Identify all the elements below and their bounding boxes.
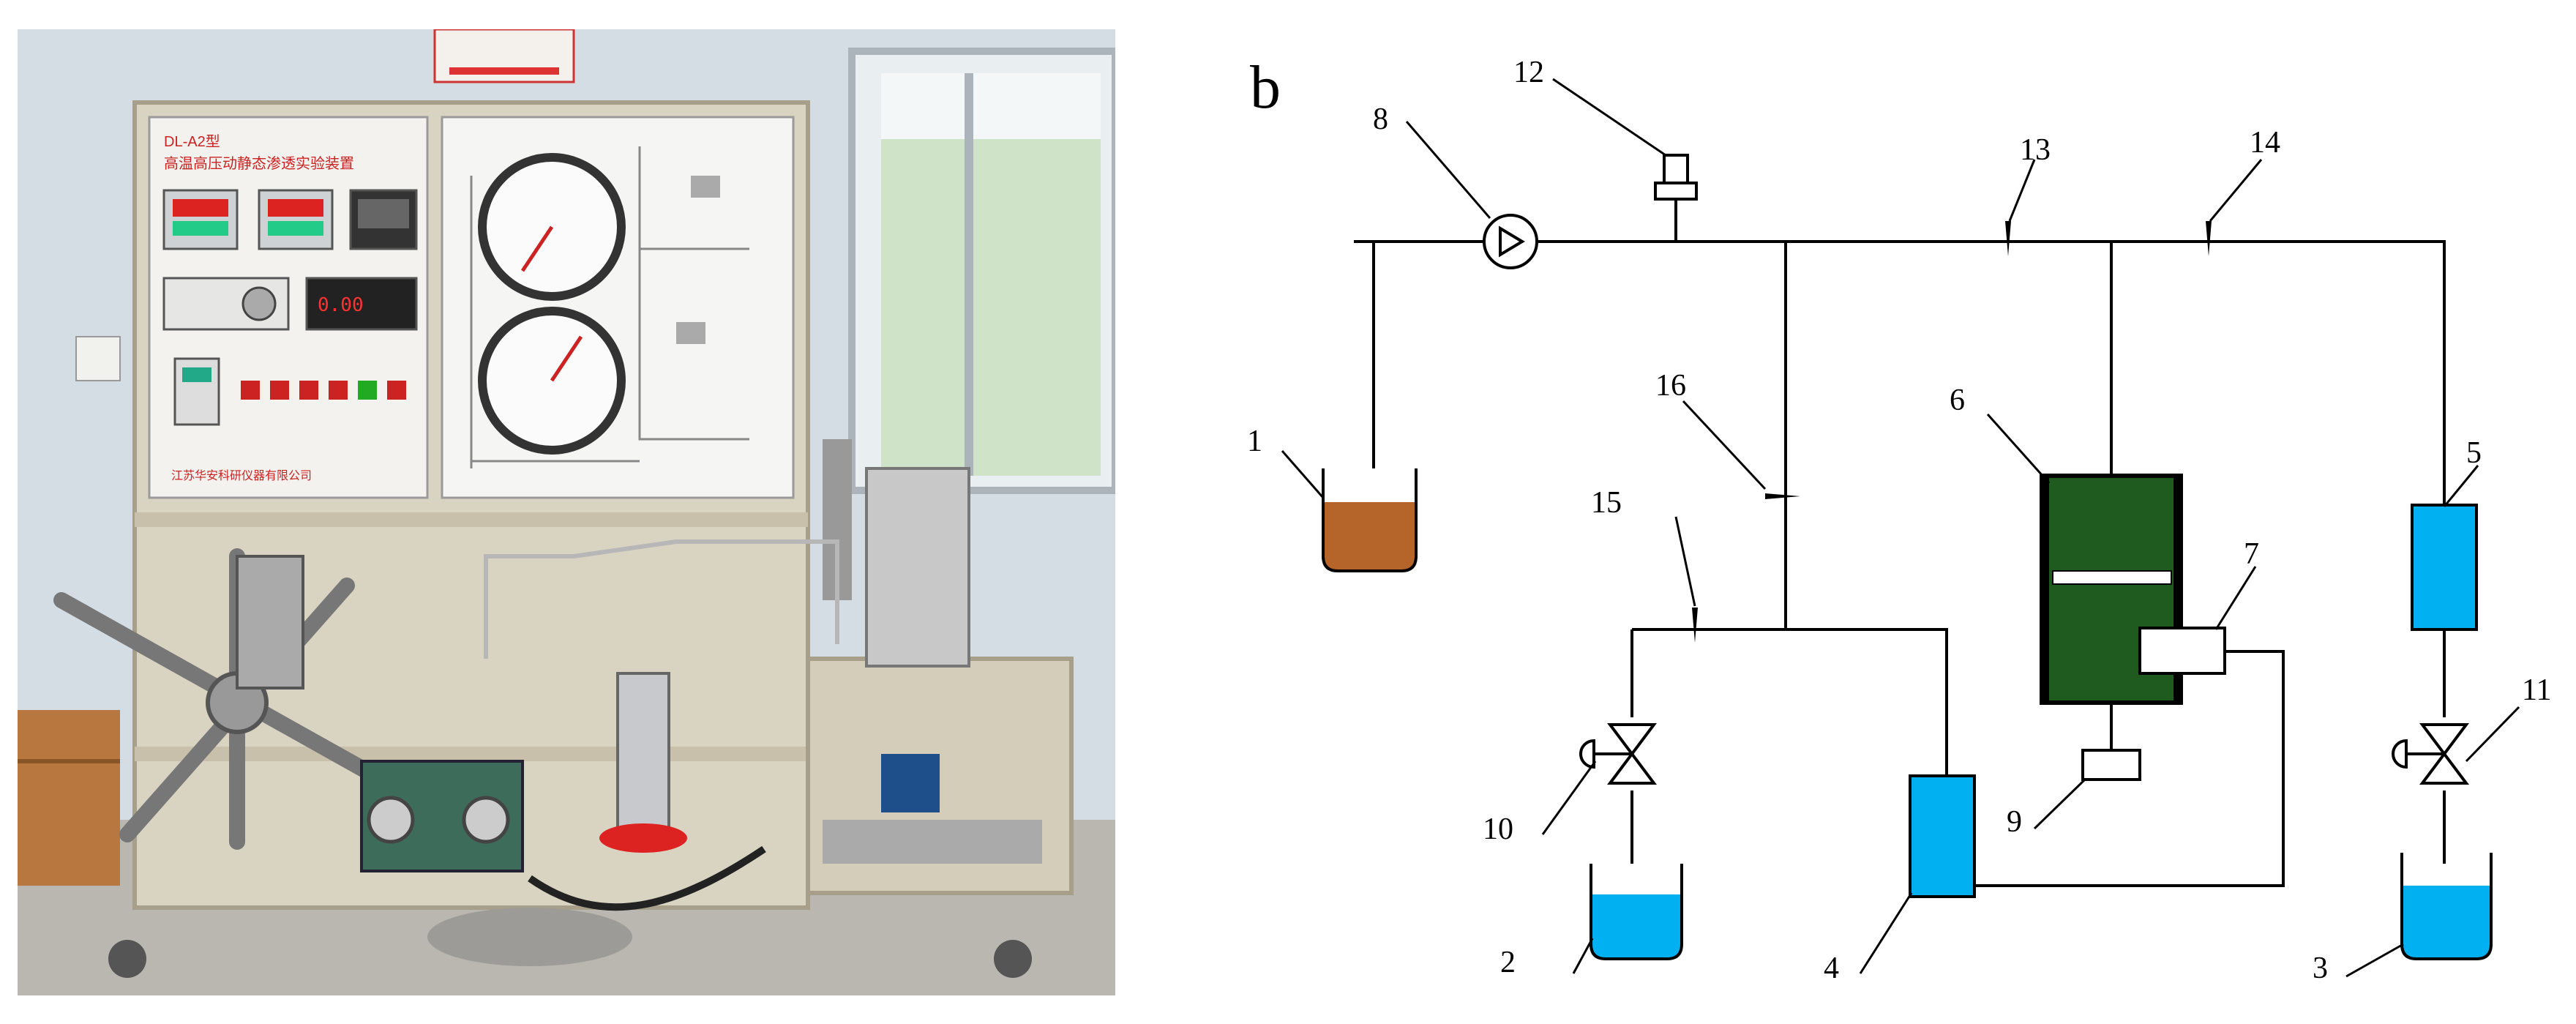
component-7 bbox=[2138, 627, 2226, 675]
label-6: 6 bbox=[1950, 384, 1965, 417]
valve-11 bbox=[2392, 723, 2469, 785]
check-valve-13 bbox=[2005, 221, 2011, 256]
label-5: 5 bbox=[2466, 436, 2482, 470]
tank-1 bbox=[1322, 468, 1418, 572]
container-5 bbox=[2411, 504, 2478, 631]
label-10: 10 bbox=[1483, 812, 1513, 846]
label-3: 3 bbox=[2313, 952, 2328, 985]
component-9 bbox=[2081, 749, 2141, 781]
pump-8 bbox=[1483, 214, 1538, 269]
label-16: 16 bbox=[1655, 369, 1686, 403]
tank-2 bbox=[1590, 864, 1683, 960]
container-4 bbox=[1909, 774, 1976, 898]
label-8: 8 bbox=[1373, 102, 1388, 136]
label-2: 2 bbox=[1500, 946, 1516, 979]
switch-6 bbox=[387, 381, 406, 400]
label-13: 13 bbox=[2020, 133, 2051, 167]
apparatus-photo: DL-A2型 高温高压动静态渗透实验装置 0.00 江苏华安科研仪器有限公司 bbox=[18, 29, 1115, 995]
digital-display bbox=[305, 277, 418, 331]
label-12: 12 bbox=[1513, 56, 1544, 89]
heating-jacket bbox=[865, 467, 970, 668]
wooden-crate bbox=[18, 710, 120, 886]
switch-1 bbox=[241, 381, 260, 400]
check-valve-15 bbox=[1692, 608, 1698, 643]
display-value: 0.00 bbox=[318, 294, 364, 316]
check-valve-16 bbox=[1765, 493, 1800, 499]
switch-3 bbox=[299, 381, 318, 400]
label-1: 1 bbox=[1247, 425, 1262, 458]
core-holder-6 bbox=[2040, 474, 2183, 705]
check-valve-14 bbox=[2206, 221, 2212, 256]
label-9: 9 bbox=[2007, 805, 2022, 839]
switch-4 bbox=[329, 381, 348, 400]
label-11: 11 bbox=[2522, 673, 2551, 707]
basin bbox=[427, 908, 632, 966]
panel-title-main: 高温高压动静态渗透实验装置 bbox=[164, 155, 354, 172]
label-15: 15 bbox=[1591, 486, 1622, 520]
label-7: 7 bbox=[2244, 537, 2259, 571]
label-4: 4 bbox=[1824, 952, 1839, 985]
piston-cylinder bbox=[236, 555, 304, 689]
panel-label-b: b bbox=[1250, 53, 1281, 122]
valve-10 bbox=[1579, 723, 1657, 785]
pressure-sensor-12 bbox=[1654, 154, 1698, 201]
switch-2 bbox=[270, 381, 289, 400]
tank-3 bbox=[2400, 853, 2493, 960]
valve-block bbox=[881, 754, 940, 812]
panel-title-small: DL-A2型 bbox=[164, 133, 220, 150]
core-holder bbox=[616, 672, 670, 836]
wall-socket bbox=[75, 336, 121, 381]
panel-footer: 江苏华安科研仪器有限公司 bbox=[171, 469, 312, 482]
label-14: 14 bbox=[2250, 126, 2280, 160]
switch-5 bbox=[358, 381, 377, 400]
